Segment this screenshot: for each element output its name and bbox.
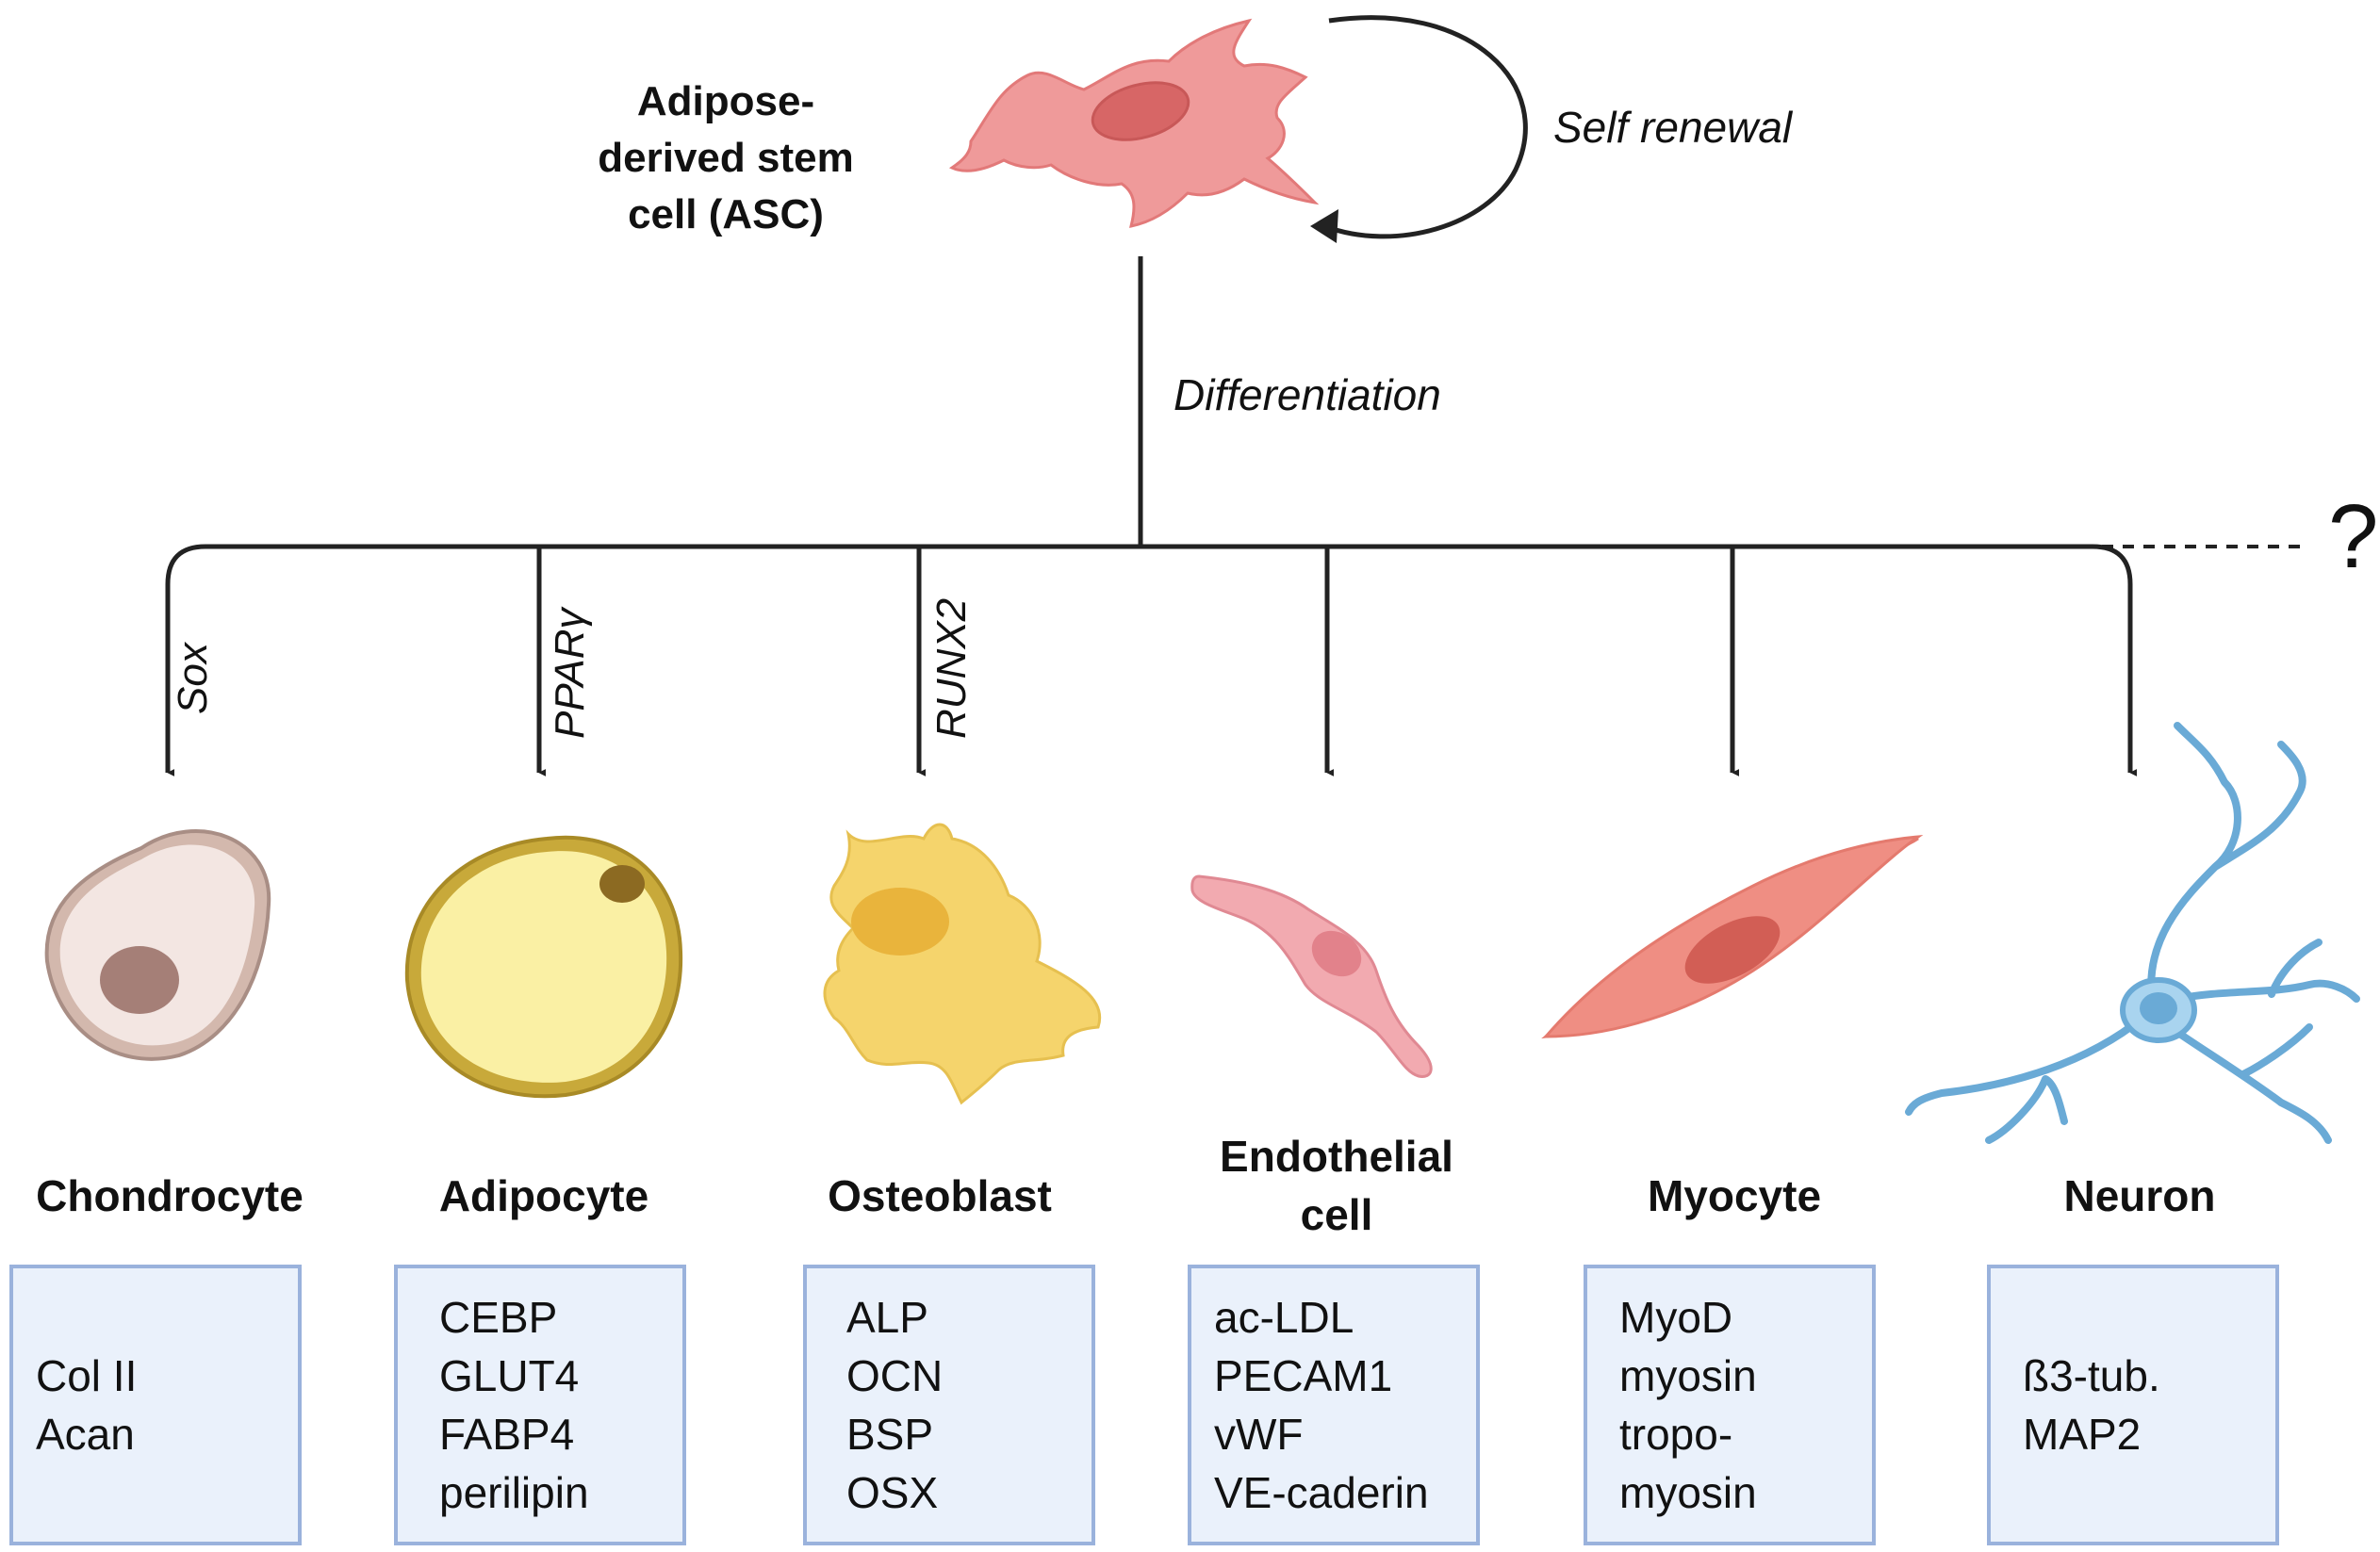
- marker: Acan: [36, 1410, 135, 1459]
- self-renewal-arrow: [1323, 15, 1528, 239]
- marker: BSP: [846, 1410, 934, 1459]
- cell-name-myocyte: Myocyte: [1555, 1167, 1913, 1225]
- cell-name-adipocyte: Adipocyte: [365, 1167, 723, 1225]
- marker: vWF: [1214, 1410, 1304, 1459]
- chondrocyte-illustration: [44, 829, 271, 1061]
- factor-label-adipocyte: PPARγ: [547, 608, 593, 739]
- lineage-arrows: [165, 547, 2138, 776]
- differentiation-label: Differentiation: [1174, 370, 1441, 419]
- factor-label-chondrocyte: Sox: [170, 643, 216, 714]
- cell-name-line: Neuron: [2063, 1171, 2216, 1220]
- myocyte-illustration: [1541, 835, 1924, 1039]
- marker-box-neuron: ß3-tub. MAP2: [1987, 1265, 2279, 1545]
- marker: ac-LDL: [1214, 1293, 1354, 1342]
- marker: CEBP: [439, 1293, 558, 1342]
- marker: myosin: [1619, 1468, 1757, 1517]
- unknown-branch-label: ?: [2328, 486, 2379, 587]
- endothelial-illustration: [1190, 874, 1433, 1078]
- cell-name-line: Endothelial: [1220, 1132, 1453, 1181]
- marker: Col II: [36, 1351, 138, 1400]
- marker: GLUT4: [439, 1351, 580, 1400]
- neuron-illustration: [1905, 722, 2360, 1144]
- stem-cell-title-line: derived stem: [598, 135, 854, 181]
- osteoblast-illustration: [823, 823, 1102, 1105]
- marker: myosin: [1619, 1351, 1757, 1400]
- marker: perilipin: [439, 1468, 589, 1517]
- cell-name-line: Adipocyte: [438, 1171, 649, 1220]
- self-renewal-label: Self renewal: [1553, 103, 1793, 152]
- adipocyte-illustration: [404, 835, 683, 1099]
- marker: ß3-tub.: [2023, 1351, 2160, 1400]
- marker: OCN: [846, 1351, 944, 1400]
- marker: VE-caderin: [1214, 1468, 1429, 1517]
- marker-box-myocyte: MyoD myosin tropo- myosin: [1584, 1265, 1876, 1545]
- cell-name-chondrocyte: Chondrocyte: [0, 1167, 349, 1225]
- stem-cell-title: Adipose- derived stem cell (ASC): [528, 74, 924, 243]
- marker: MyoD: [1619, 1293, 1733, 1342]
- marker: FABP4: [439, 1410, 575, 1459]
- stem-cell-title-line: cell (ASC): [628, 191, 824, 237]
- cell-name-line: Myocyte: [1647, 1171, 1822, 1220]
- stem-cell-illustration: [948, 18, 1320, 228]
- marker: ALP: [846, 1293, 928, 1342]
- marker: OSX: [846, 1468, 939, 1517]
- marker: PECAM1: [1214, 1351, 1393, 1400]
- marker-box-endothelial: ac-LDL PECAM1 vWF VE-caderin: [1188, 1265, 1480, 1545]
- marker-box-adipocyte: CEBP GLUT4 FABP4 perilipin: [394, 1265, 686, 1545]
- branch-line: [165, 544, 2133, 608]
- cell-name-line: cell: [1300, 1190, 1373, 1239]
- cell-name-line: Chondrocyte: [36, 1171, 304, 1220]
- stem-cell-title-line: Adipose-: [636, 78, 815, 124]
- cell-name-neuron: Neuron: [1961, 1167, 2319, 1225]
- self-renewal-arrowhead: [1310, 209, 1338, 243]
- marker-box-chondrocyte: Col II Acan: [9, 1265, 302, 1545]
- marker: tropo-: [1619, 1410, 1733, 1459]
- marker-box-osteoblast: ALP OCN BSP OSX: [803, 1265, 1095, 1545]
- cell-name-endothelial: Endothelial cell: [1157, 1127, 1516, 1244]
- factor-label-osteoblast: RUNX2: [928, 597, 975, 739]
- cell-name-osteoblast: Osteoblast: [761, 1167, 1119, 1225]
- marker: MAP2: [2023, 1410, 2142, 1459]
- cell-name-line: Osteoblast: [828, 1171, 1052, 1220]
